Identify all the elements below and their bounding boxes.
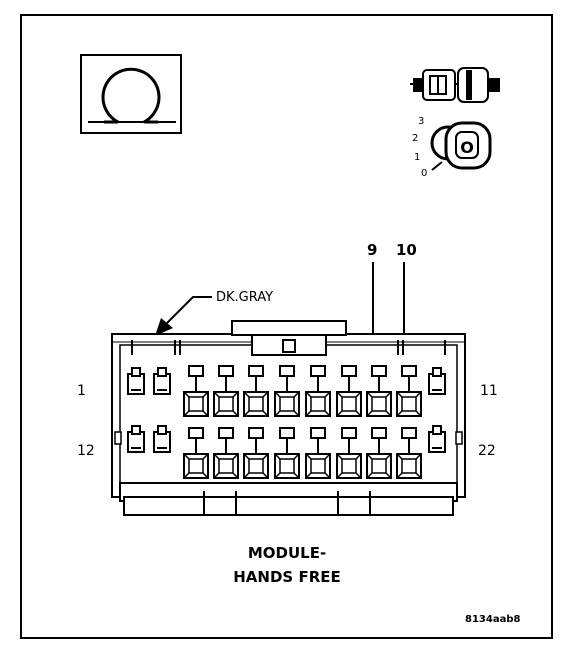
ignition-key-icon: O 3 2 1 0 [412, 116, 492, 179]
small-cavity-top-2 [428, 367, 446, 395]
diagram-frame [20, 14, 553, 639]
pin-label-11: 11 [480, 383, 498, 399]
ohm-symbol-icon [80, 54, 182, 134]
small-cavity-top-1 [153, 367, 171, 395]
cavity-bottom-1 [213, 427, 239, 479]
cavity-top-6 [366, 365, 392, 417]
ignition-pos-2: 2 [412, 133, 418, 144]
small-cavity-bottom-0 [127, 425, 145, 453]
small-cavity-bottom-1 [153, 425, 171, 453]
module-title-line2: HANDS FREE [233, 568, 340, 586]
cavity-bottom-3 [274, 427, 300, 479]
cavity-top-3 [274, 365, 300, 417]
cavity-top-2 [243, 365, 269, 417]
callout-pin-9: 9 [367, 241, 377, 259]
module-title-line1: MODULE- [248, 544, 326, 562]
cavity-bottom-0 [183, 427, 209, 479]
cavity-top-1 [213, 365, 239, 417]
wire-color-label: DK.GRAY [216, 290, 273, 305]
cavity-top-4 [305, 365, 331, 417]
ignition-key-label: O [460, 138, 474, 157]
cavity-bottom-5 [336, 427, 362, 479]
cavity-top-5 [336, 365, 362, 417]
cavity-bottom-7 [396, 427, 422, 479]
figure-id: 8134aab8 [465, 614, 520, 625]
ignition-pos-1: 1 [414, 152, 420, 163]
small-cavity-bottom-2 [428, 425, 446, 453]
cavity-top-7 [396, 365, 422, 417]
small-cavity-top-0 [127, 367, 145, 395]
pin-label-1: 1 [77, 383, 86, 399]
cavity-bottom-4 [305, 427, 331, 479]
cavity-bottom-2 [243, 427, 269, 479]
callout-pin-10: 10 [396, 241, 417, 259]
color-leader-arrow [155, 296, 212, 336]
connector-body [111, 320, 466, 516]
ignition-pos-3: 3 [418, 116, 424, 127]
cavity-bottom-6 [366, 427, 392, 479]
connector-plug-icon [410, 67, 500, 103]
cavity-top-0 [183, 365, 209, 417]
ignition-pos-0: 0 [421, 168, 427, 179]
pin-label-12: 12 [77, 443, 95, 459]
pin-label-22: 22 [478, 443, 496, 459]
